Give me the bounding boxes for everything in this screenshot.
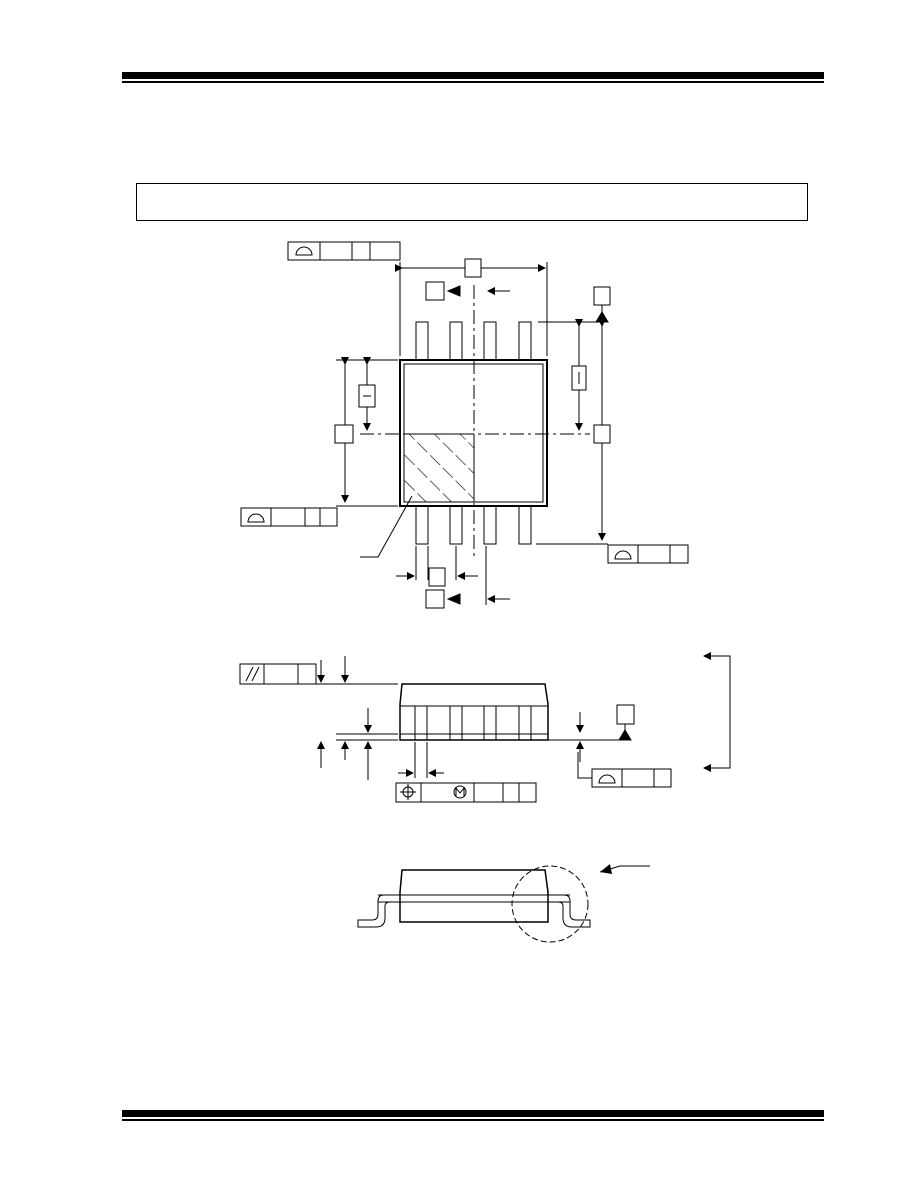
profile-tolerance-frame (287, 241, 401, 261)
dimension-label-box (334, 424, 354, 444)
mmc-icon (453, 785, 467, 799)
dimension-label-box (593, 424, 611, 444)
dimension-label-box (464, 258, 482, 278)
title-box (136, 183, 808, 221)
end-view (357, 864, 650, 943)
gull-wing-lead-right (548, 894, 591, 928)
datum-label-box (593, 286, 611, 306)
datum-triangle-icon (595, 311, 609, 323)
top-view (240, 241, 689, 609)
gull-wing-lead-left (357, 894, 400, 928)
footer-rule-thick (122, 1110, 824, 1117)
exposed-pad-leader (360, 495, 413, 558)
datum-triangle-icon (446, 285, 461, 297)
semicircle-profile-icon (614, 550, 632, 560)
semicircle-profile-icon (247, 513, 265, 523)
detail-circle (511, 865, 589, 943)
lead-top-3 (483, 321, 497, 361)
side-view (239, 652, 731, 803)
view-bracket (704, 655, 731, 769)
datum-triangle-icon (618, 729, 632, 741)
datum-label-box (425, 589, 445, 609)
profile-tolerance-frame (607, 544, 689, 564)
lead-bottom-4 (518, 505, 532, 545)
lead-top-2 (449, 321, 463, 361)
dimension-label-box (428, 567, 446, 587)
datum-label-box (425, 281, 445, 301)
side-lead-2 (449, 705, 463, 741)
header-rule-thin (122, 81, 824, 83)
side-body-outline (399, 683, 549, 741)
lead-bottom-1 (415, 505, 429, 545)
semicircle-profile-icon (598, 774, 616, 784)
parallelism-icon (245, 666, 260, 682)
lead-bottom-2 (449, 505, 463, 545)
footer-rule-thin (122, 1119, 824, 1121)
datum-triangle-icon (446, 593, 461, 605)
profile-tolerance-frame (240, 507, 338, 527)
position-icon (400, 784, 416, 800)
lead-top-1 (415, 321, 429, 361)
semicircle-profile-icon (295, 246, 313, 256)
end-body-outline (399, 869, 549, 923)
lead-bottom-3 (483, 505, 497, 545)
side-lead-3 (483, 705, 497, 741)
lead-top-4 (518, 321, 532, 361)
header-rule-thick (122, 72, 824, 79)
side-lead-1 (414, 705, 428, 741)
profile-tolerance-frame (591, 768, 672, 788)
side-lead-4 (518, 705, 532, 741)
exposed-pad-hatch (404, 434, 474, 502)
datum-label-box (616, 704, 635, 725)
parallelism-tolerance-frame (239, 663, 317, 685)
